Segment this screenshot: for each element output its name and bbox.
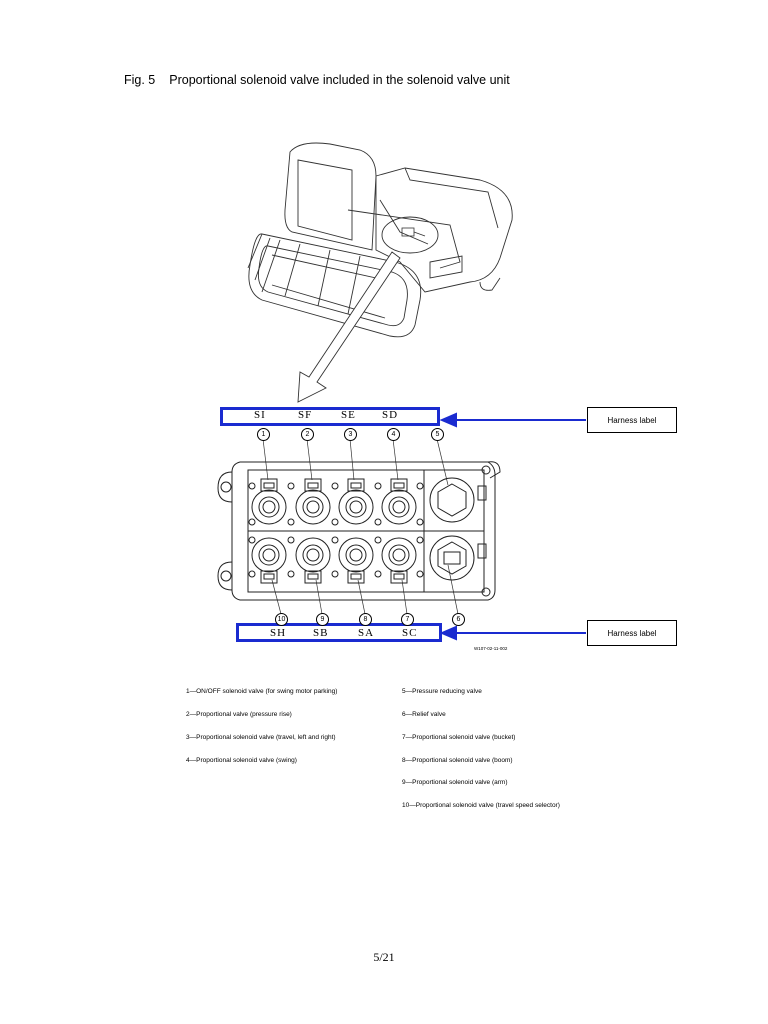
code-si: SI (254, 409, 266, 421)
harness-label-top: Harness label (587, 407, 677, 433)
legend-item-2: 2—Proportional valve (pressure rise) (186, 710, 292, 718)
callout-2: 2 (301, 428, 314, 441)
harness-arrows (439, 412, 586, 641)
callout-8: 8 (359, 613, 372, 626)
legend-item-8: 8—Proportional solenoid valve (boom) (402, 756, 513, 764)
code-sf: SF (298, 409, 313, 421)
code-se: SE (341, 409, 356, 421)
callout-4: 4 (387, 428, 400, 441)
callout-6: 6 (452, 613, 465, 626)
legend-left: 1—ON/OFF solenoid valve (for swing motor… (186, 673, 337, 772)
figure-caption: Fig. 5 Proportional solenoid valve includ… (124, 73, 510, 87)
hex-valves (429, 477, 487, 581)
code-sh: SH (270, 627, 287, 639)
legend-item-1: 1—ON/OFF solenoid valve (for swing motor… (186, 688, 338, 696)
leader-lines (262, 438, 459, 615)
callout-1: 1 (257, 428, 270, 441)
upper-valve-row (248, 478, 424, 526)
excavator-illustration (247, 142, 513, 338)
callout-5: 5 (431, 428, 444, 441)
figure-title: Proportional solenoid valve included in … (169, 73, 510, 87)
callout-7: 7 (401, 613, 414, 626)
code-sa: SA (358, 627, 375, 639)
legend-item-6: 6—Relief valve (402, 710, 446, 718)
code-sd: SD (382, 409, 399, 421)
top-harness-code-box (220, 407, 440, 426)
callout-9: 9 (316, 613, 329, 626)
drawing-reference: W107-02-11-002 (474, 646, 508, 651)
harness-label-bottom: Harness label (587, 620, 677, 646)
legend-right: 5—Pressure reducing valve 6—Relief valve… (402, 673, 560, 817)
legend-item-9: 9—Proportional solenoid valve (arm) (402, 779, 508, 787)
legend-item-7: 7—Proportional solenoid valve (bucket) (402, 733, 516, 741)
page-number: 5/21 (373, 950, 395, 964)
valve-block-drawing (217, 461, 501, 601)
magnify-arrow (297, 251, 401, 403)
code-sc: SC (402, 627, 418, 639)
figure-number: Fig. 5 (124, 73, 156, 87)
legend-item-10: 10—Proportional solenoid valve (travel s… (402, 802, 560, 810)
lower-valve-row (248, 536, 424, 584)
legend-item-3: 3—Proportional solenoid valve (travel, l… (186, 733, 336, 741)
callout-3: 3 (344, 428, 357, 441)
code-sb: SB (313, 627, 329, 639)
callout-10: 10 (275, 613, 288, 626)
legend-item-5: 5—Pressure reducing valve (402, 688, 482, 696)
bottom-harness-code-box (236, 623, 442, 642)
legend-item-4: 4—Proportional solenoid valve (swing) (186, 756, 297, 764)
